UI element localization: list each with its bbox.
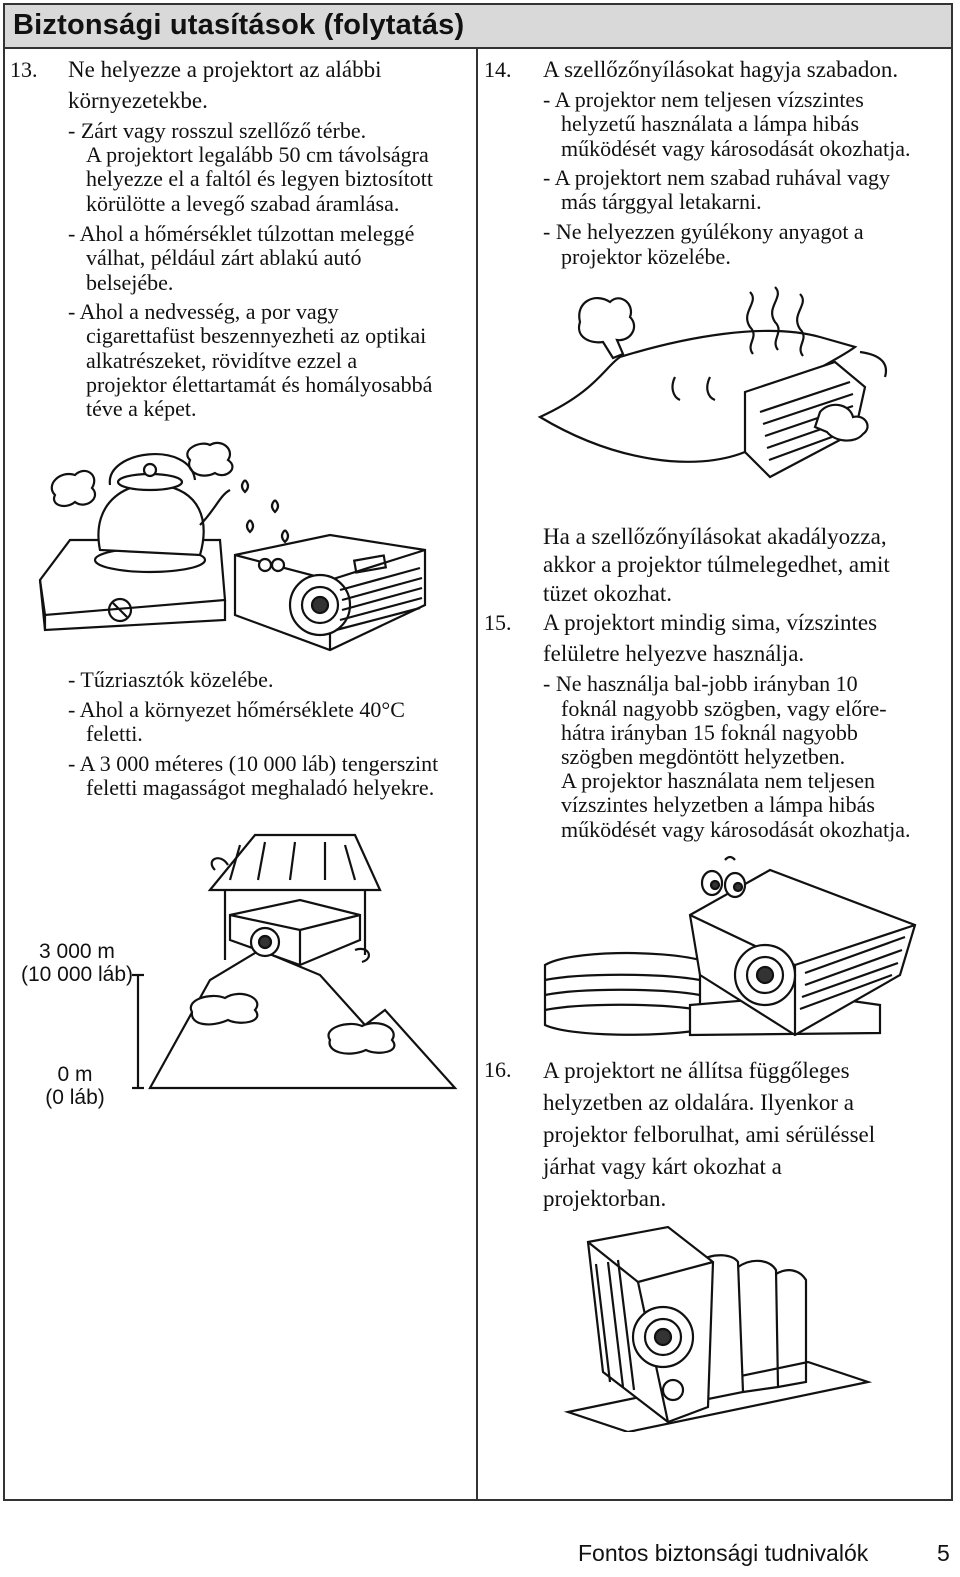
page-title: Biztonsági utasítások (folytatás)	[13, 9, 465, 41]
item-15-b1: foknál nagyobb szögben, vagy előre-	[561, 696, 887, 721]
item-13-b1: A projektort legalább 50 cm távolságra	[86, 142, 429, 167]
column-divider	[476, 49, 478, 1501]
item-15-b1: hátra irányban 15 foknál nagyobb	[561, 720, 858, 745]
item-14-b2: - A projektort nem szabad ruhával vagy	[543, 165, 891, 190]
item-13-b3: - Ahol a nedvesség, a por vagy	[68, 299, 339, 324]
item-15-b1: működését vagy károsodását okozhatja.	[561, 817, 911, 842]
item-13-b5: - Ahol a környezet hőmérséklete 40°C	[68, 697, 405, 722]
item-13-b1: körülötte a levegő szabad áramlása.	[86, 191, 400, 216]
item-13-b2: válhat, például zárt ablakú autó	[86, 245, 362, 270]
item-14-b2: más tárggyal letakarni.	[561, 189, 762, 214]
item-14-note: akkor a projektor túlmelegedhet, amit	[543, 552, 890, 577]
item-16-number: 16.	[484, 1057, 512, 1082]
altitude-bottom-feet: (0 láb)	[45, 1086, 105, 1109]
mountain-illustration	[130, 830, 460, 1095]
item-14-b3: projektor közelébe.	[561, 244, 731, 269]
item-13-b1: helyezze el a faltól és legyen biztosíto…	[86, 166, 433, 191]
item-13-b1: - Zárt vagy rosszul szellőző térbe.	[68, 118, 367, 143]
item-14-b1: működését vagy károsodását okozhatja.	[561, 136, 911, 161]
item-16-line: A projektort ne állítsa függőleges	[543, 1058, 850, 1083]
footer-section-title: Fontos biztonsági tudnivalók	[578, 1540, 869, 1566]
item-16-line: helyzetben az oldalára. Ilyenkor a	[543, 1090, 854, 1115]
item-14-number: 14.	[484, 57, 512, 82]
content-frame	[3, 49, 953, 1501]
item-13-line: Ne helyezze a projektort az alábbi	[68, 57, 382, 82]
item-14-title: A szellőzőnyílásokat hagyja szabadon.	[543, 57, 899, 82]
item-14-note: Ha a szellőzőnyílásokat akadályozza,	[543, 524, 887, 549]
item-14-b3: - Ne helyezzen gyúlékony anyagot a	[543, 219, 864, 244]
item-15-title: A projektort mindig sima, vízszintes	[543, 610, 878, 635]
item-15-b1: vízszintes helyzetben a lámpa hibás	[561, 792, 875, 817]
item-15-b1: - Ne használja bal-jobb irányban 10	[543, 671, 858, 696]
item-15-b1: szögben megdöntött helyzetben.	[561, 744, 846, 769]
tilted-projector-illustration	[540, 855, 925, 1045]
covered-projector-illustration	[535, 282, 905, 492]
item-13-b4: - Tűzriasztók közelébe.	[68, 667, 274, 692]
item-15-b1: A projektor használata nem teljesen	[561, 768, 875, 793]
altitude-top-meters: 3 000 m	[39, 940, 115, 963]
altitude-bottom-label: 0 m (0 láb)	[10, 1063, 140, 1109]
item-16-line: járhat vagy kárt okozhat a	[543, 1154, 782, 1179]
item-13-b5: feletti.	[86, 721, 143, 746]
kettle-stove-illustration	[30, 440, 440, 665]
item-14-b1: helyzetű használata a lámpa hibás	[561, 111, 860, 136]
item-13-b3: téve a képet.	[86, 396, 197, 421]
page-number: 5	[937, 1540, 950, 1566]
page-header: Biztonsági utasítások (folytatás)	[3, 3, 953, 49]
item-13-b3: cigarettafüst beszennyezheti az optikai	[86, 323, 427, 348]
item-13-b6: - A 3 000 méteres (10 000 láb) tengerszi…	[68, 751, 439, 776]
item-15-number: 15.	[484, 610, 512, 635]
vertical-projector-illustration	[548, 1222, 878, 1432]
item-14-b1: - A projektor nem teljesen vízszintes	[543, 87, 864, 112]
item-13-b2: belsejébe.	[86, 270, 174, 295]
item-13-line: környezetekbe.	[68, 88, 208, 113]
altitude-top-label: 3 000 m (10 000 láb)	[12, 940, 142, 986]
item-13-b3: projektor élettartamát és homályosabbá	[86, 372, 433, 397]
item-16-line: projektor felborulhat, ami sérüléssel	[543, 1122, 876, 1147]
item-13-number: 13.	[10, 57, 38, 82]
altitude-top-feet: (10 000 láb)	[20, 963, 134, 986]
item-13-b3: alkatrészeket, rövidítve ezzel a	[86, 348, 358, 373]
item-15-title: felületre helyezve használja.	[543, 641, 805, 666]
item-16-line: projektorban.	[543, 1186, 667, 1211]
item-13-b6: feletti magasságot meghaladó helyekre.	[86, 775, 435, 800]
item-14-note: tüzet okozhat.	[543, 581, 673, 606]
altitude-bottom-meters: 0 m	[57, 1063, 93, 1086]
item-13-b2: - Ahol a hőmérséklet túlzottan meleggé	[68, 221, 415, 246]
